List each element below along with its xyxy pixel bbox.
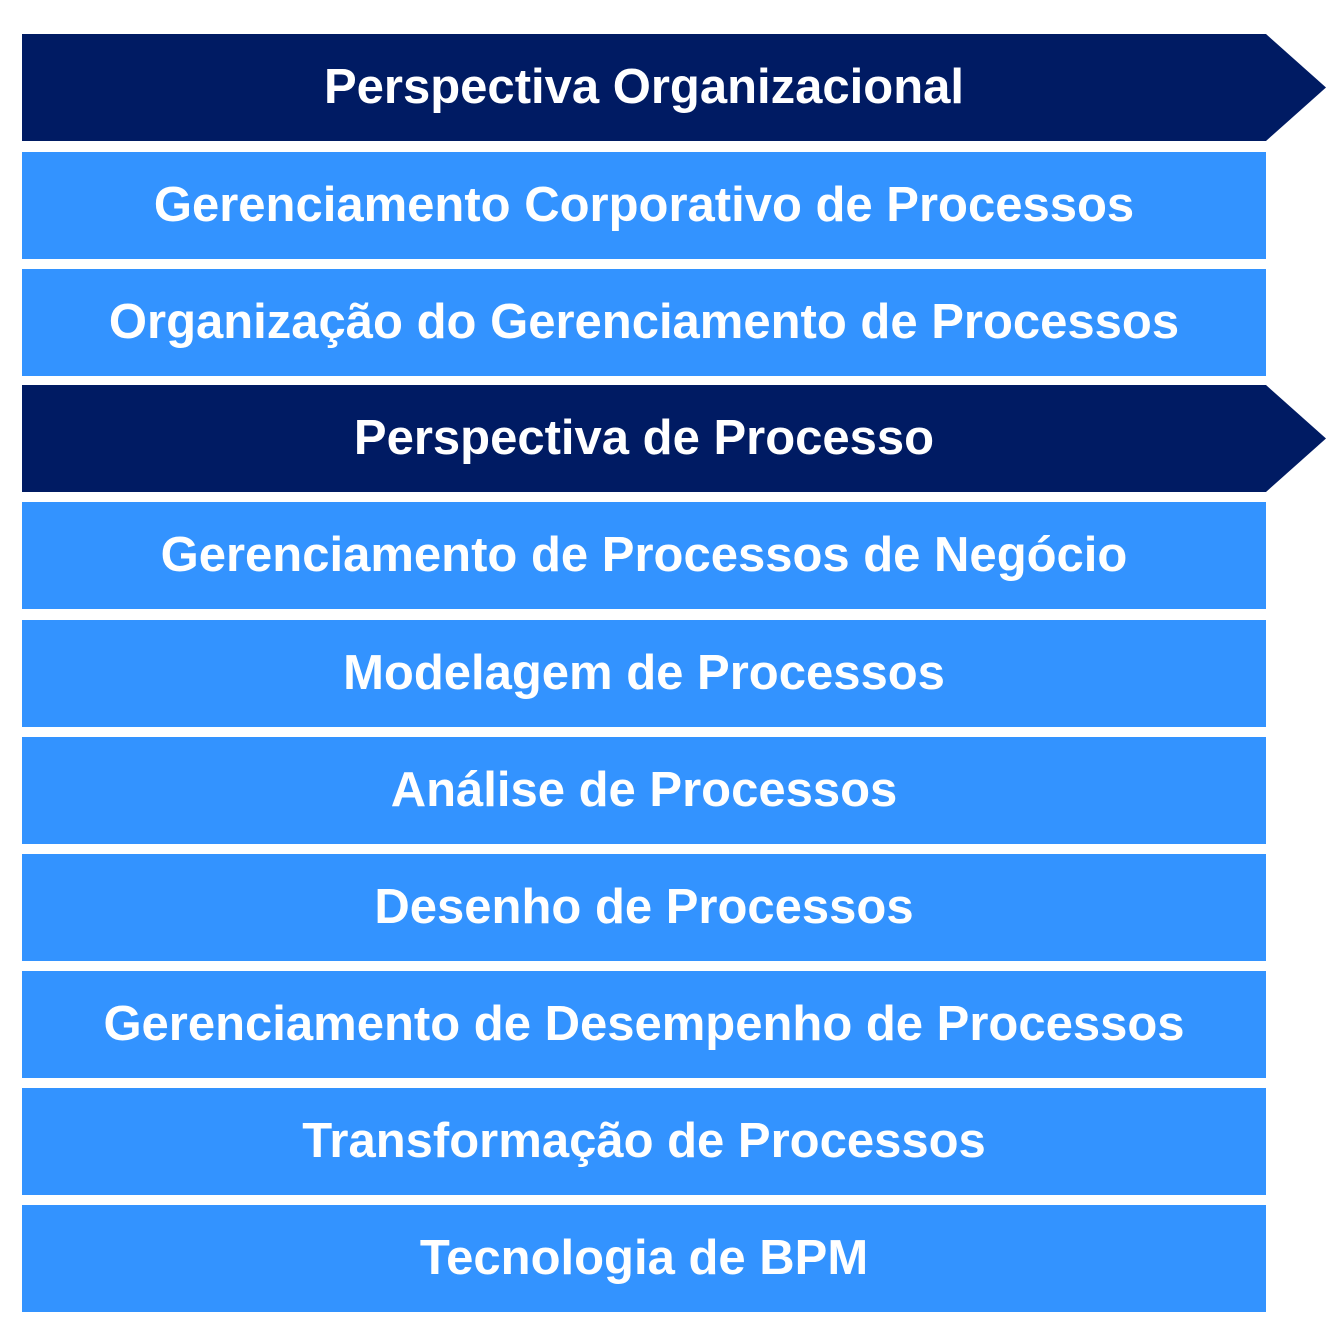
row-label: Desenho de Processos (374, 880, 914, 934)
item-process-design: Desenho de Processos (22, 854, 1266, 961)
item-process-management-organization: Organização do Gerenciamento de Processo… (22, 269, 1266, 376)
row-label: Modelagem de Processos (343, 646, 945, 700)
row-label: Perspectiva de Processo (353, 411, 935, 465)
header-organizational-perspective: Perspectiva Organizacional (22, 34, 1326, 141)
row-label: Perspectiva Organizacional (324, 60, 964, 114)
row-label: Transformação de Processos (302, 1114, 986, 1168)
item-bpm-technology: Tecnologia de BPM (22, 1205, 1266, 1312)
row-label: Gerenciamento de Processos de Negócio (160, 528, 1128, 582)
row-label: Gerenciamento de Desempenho de Processos (103, 997, 1185, 1051)
item-business-process-management: Gerenciamento de Processos de Negócio (22, 502, 1266, 609)
item-process-performance-management: Gerenciamento de Desempenho de Processos (22, 971, 1266, 1078)
row-label: Tecnologia de BPM (419, 1231, 869, 1285)
row-label: Organização do Gerenciamento de Processo… (108, 295, 1180, 349)
header-process-perspective: Perspectiva de Processo (22, 385, 1326, 492)
row-label: Análise de Processos (390, 763, 898, 817)
row-label: Gerenciamento Corporativo de Processos (153, 178, 1135, 232)
item-process-modeling: Modelagem de Processos (22, 620, 1266, 727)
item-process-analysis: Análise de Processos (22, 737, 1266, 844)
item-corporate-process-management: Gerenciamento Corporativo de Processos (22, 152, 1266, 259)
item-process-transformation: Transformação de Processos (22, 1088, 1266, 1195)
